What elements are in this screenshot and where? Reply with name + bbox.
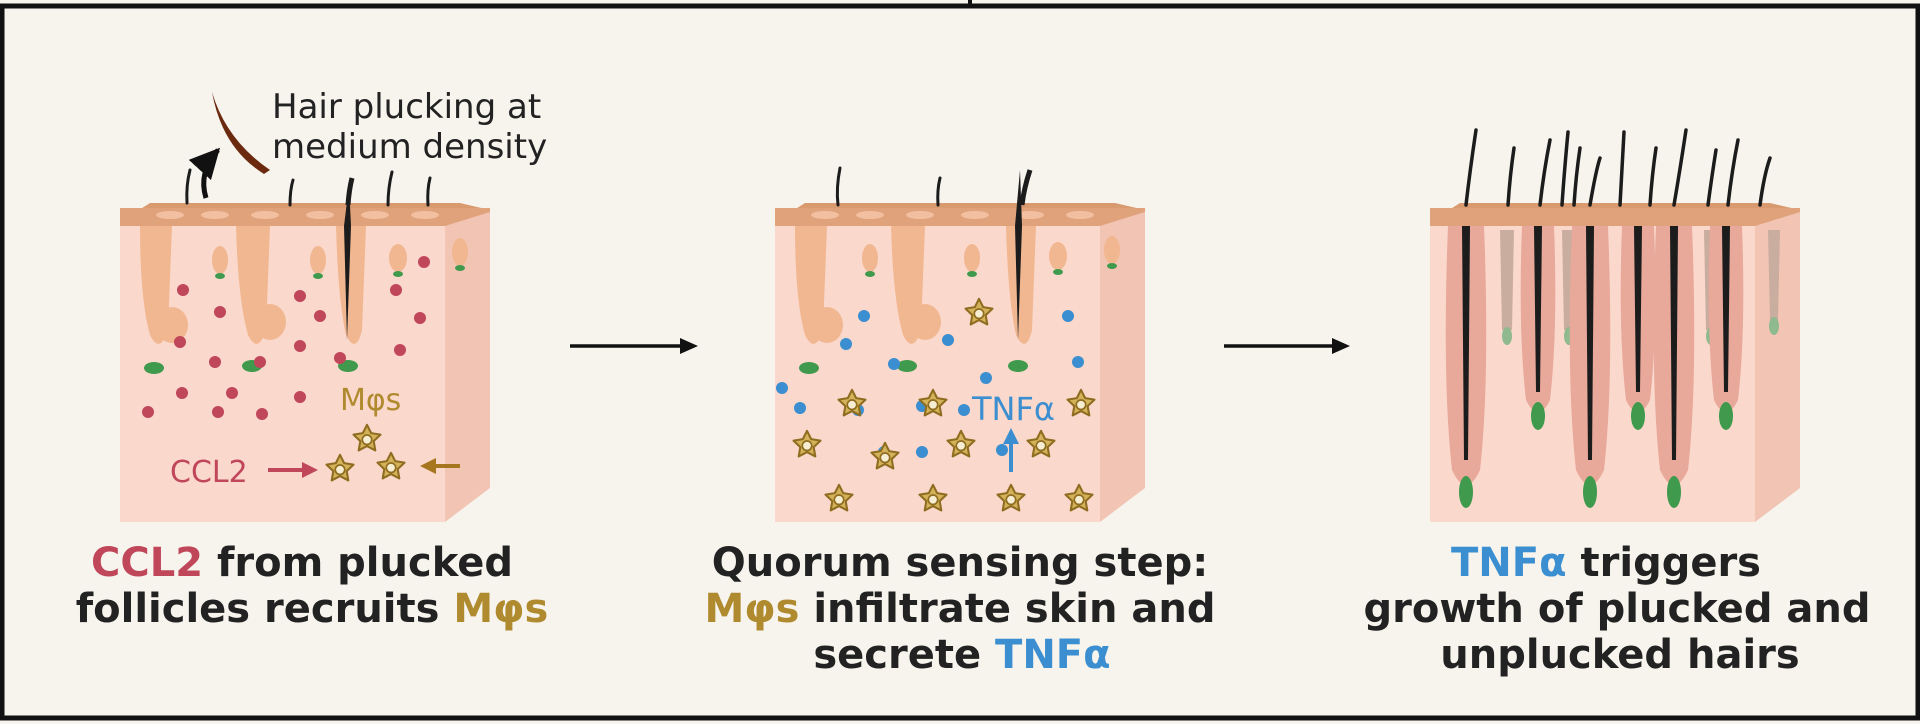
hair-follicle-icon bbox=[1445, 226, 1487, 508]
skin-block-1 bbox=[120, 168, 490, 522]
ccl2-label: CCL2 bbox=[170, 455, 248, 490]
arrow-up-icon bbox=[1003, 428, 1019, 472]
hair-follicle-icon bbox=[1569, 226, 1611, 508]
hair-follicle-icon bbox=[1708, 226, 1744, 430]
arrow-right-icon bbox=[268, 462, 318, 478]
panel-2: TNFα bbox=[775, 166, 1145, 522]
caption-ccl2: CCL2 bbox=[91, 540, 203, 586]
hair-follicle-icon bbox=[1653, 226, 1695, 508]
arrow-right-icon bbox=[570, 338, 698, 354]
skin-block-2 bbox=[775, 166, 1145, 522]
hair-follicle-icon bbox=[795, 226, 843, 374]
hair-follicle-icon bbox=[236, 226, 286, 372]
hair-follicle-icon bbox=[336, 185, 366, 372]
panel-1: Hair plucking at medium density Mφs CCL2 bbox=[120, 87, 547, 522]
panel-3 bbox=[1430, 128, 1800, 522]
plucked-hair-icon bbox=[212, 92, 270, 174]
hair-follicle-icon bbox=[1006, 170, 1036, 372]
caption-1-line-2: follicles recruits Mφs bbox=[76, 586, 549, 632]
plucking-annotation-line2: medium density bbox=[272, 127, 547, 167]
hair-follicle-icon bbox=[140, 226, 188, 374]
caption-2-line-1: Quorum sensing step: bbox=[712, 540, 1208, 586]
arrow-left-icon bbox=[420, 458, 460, 474]
caption-2-line-2: Mφs infiltrate skin and bbox=[704, 586, 1215, 632]
caption-mphi: Mφs bbox=[453, 586, 548, 632]
caption-tnfa: TNFα bbox=[995, 632, 1111, 678]
curved-arrow-icon bbox=[188, 147, 221, 199]
caption-tnfa: TNFα bbox=[1451, 540, 1567, 586]
hair-follicle-icon bbox=[1620, 226, 1656, 430]
outer-border bbox=[0, 3, 1920, 721]
caption-2-line-3: secrete TNFα bbox=[813, 632, 1110, 678]
caption-3-line-1: TNFα triggers bbox=[1451, 540, 1761, 586]
ccl2-molecules bbox=[142, 256, 430, 420]
mphi-label: Mφs bbox=[340, 383, 401, 418]
caption-3-line-2: growth of plucked and bbox=[1364, 586, 1871, 632]
tnfa-label: TNFα bbox=[971, 390, 1055, 428]
caption-mphi: Mφs bbox=[704, 586, 799, 632]
caption-3-line-3: unplucked hairs bbox=[1440, 632, 1799, 678]
hair-follicle-icon bbox=[891, 226, 941, 372]
caption-1-line-1: CCL2 from plucked bbox=[91, 540, 513, 586]
plucking-annotation-line1: Hair plucking at bbox=[272, 87, 541, 127]
hair-follicle-icon bbox=[1520, 226, 1556, 430]
arrow-right-icon bbox=[1224, 338, 1350, 354]
